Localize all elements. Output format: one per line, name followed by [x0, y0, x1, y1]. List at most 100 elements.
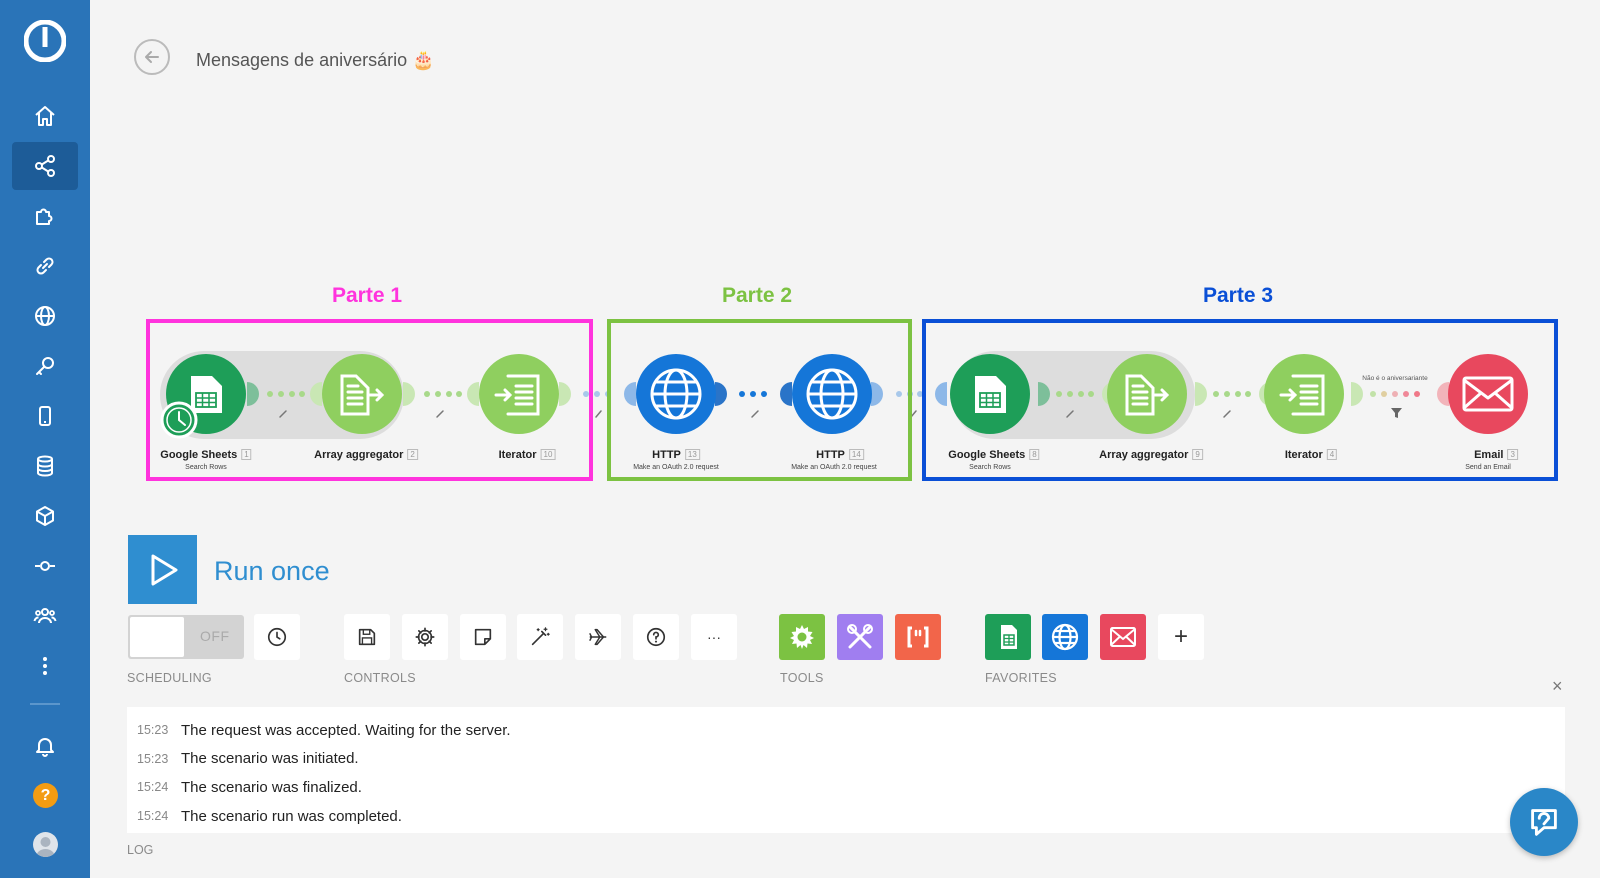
run-once-button[interactable]	[128, 535, 197, 604]
log-entry: 15:23 The scenario was initiated.	[127, 745, 1565, 774]
note-icon	[474, 628, 492, 646]
back-button[interactable]	[134, 39, 170, 75]
array-aggregator-icon	[1125, 374, 1170, 416]
google-sheets-icon	[1001, 625, 1017, 649]
run-once-label[interactable]: Run once	[214, 556, 330, 586]
log-entry: 15:24 The scenario run was completed.	[127, 802, 1565, 831]
schedule-settings-button[interactable]	[254, 614, 300, 660]
sidebar: ?	[0, 0, 90, 878]
favorite-google-sheets-button[interactable]	[985, 614, 1031, 660]
sidebar-item-webhooks[interactable]	[12, 292, 78, 340]
log-time: 15:23	[137, 751, 169, 766]
help-button[interactable]: ?	[33, 783, 58, 808]
link-icon	[36, 257, 54, 275]
log-label: LOG	[127, 843, 154, 857]
home-icon	[35, 106, 55, 126]
log-panel: 15:23 The request was accepted. Waiting …	[127, 707, 1565, 833]
text-parser-icon	[907, 626, 929, 648]
database-icon	[37, 455, 53, 477]
part-1-frame	[146, 319, 593, 481]
save-icon	[358, 628, 376, 646]
favorites-label: FAVORITES	[985, 671, 1057, 685]
gear-icon	[790, 625, 814, 649]
team-icon	[33, 608, 57, 624]
notes-button[interactable]	[460, 614, 506, 660]
save-button[interactable]	[344, 614, 390, 660]
clock-icon	[166, 407, 192, 433]
gear-icon	[415, 627, 435, 647]
tools-flow-control-button[interactable]	[779, 614, 825, 660]
help-button-toolbar[interactable]	[633, 614, 679, 660]
add-favorite-button[interactable]: +	[1158, 614, 1204, 660]
globe-icon	[650, 368, 702, 420]
tools-label: TOOLS	[780, 671, 824, 685]
module-sublabel: Make an OAuth 2.0 request	[633, 464, 719, 471]
tools-text-parser-button[interactable]	[895, 614, 941, 660]
sidebar-item-home[interactable]	[12, 92, 78, 140]
log-entry: 15:24 The scenario was finalized.	[127, 773, 1565, 802]
sidebar-item-connections[interactable]	[12, 242, 78, 290]
scenario-settings-button[interactable]	[402, 614, 448, 660]
envelope-icon	[1110, 627, 1136, 647]
tools-tools-button[interactable]	[837, 614, 883, 660]
avatar[interactable]	[33, 832, 58, 857]
make-logo-icon[interactable]	[23, 19, 67, 63]
filter-label[interactable]: Não é o aniversariante	[1362, 375, 1428, 382]
module-sublabel: Search Rows	[969, 464, 1011, 471]
globe-icon	[35, 306, 55, 326]
favorite-http-button[interactable]	[1042, 614, 1088, 660]
play-icon	[151, 554, 177, 585]
part-3-frame	[922, 319, 1558, 481]
part-2-frame	[607, 319, 912, 481]
globe-icon	[806, 368, 858, 420]
module-email	[1448, 354, 1528, 434]
log-message: The scenario was initiated.	[181, 750, 359, 768]
more-button[interactable]: ···	[691, 614, 737, 660]
bell-icon	[36, 738, 54, 757]
auto-align-button[interactable]	[517, 614, 563, 660]
module-iterator-1	[479, 354, 559, 434]
support-chat-button[interactable]	[1510, 788, 1578, 856]
google-sheets-icon	[975, 376, 1006, 413]
sidebar-item-datastores[interactable]	[12, 442, 78, 490]
favorite-email-button[interactable]	[1100, 614, 1146, 660]
log-close-button[interactable]: ×	[1552, 676, 1563, 696]
sidebar-item-flow-control[interactable]	[12, 542, 78, 590]
explain-flow-button[interactable]	[575, 614, 621, 660]
module-array-aggregator-2	[1107, 354, 1187, 434]
module-google-sheets-2	[950, 354, 1030, 434]
sidebar-item-scenarios[interactable]	[12, 142, 78, 190]
module-google-sheets-1	[160, 354, 246, 439]
log-time: 15:23	[137, 723, 169, 738]
toggle-knob	[130, 617, 184, 657]
log-message: The request was accepted. Waiting for th…	[181, 721, 511, 739]
question-icon	[646, 627, 666, 647]
sidebar-item-team[interactable]	[12, 592, 78, 640]
google-sheets-icon	[191, 376, 222, 413]
iterator-icon	[494, 374, 540, 416]
part-3-label: Parte 3	[1203, 284, 1274, 307]
scenario-title[interactable]: Mensagens de aniversário 🎂	[196, 50, 435, 70]
module-sublabel: Send an Email	[1465, 464, 1511, 471]
module-http-1	[636, 354, 716, 434]
more-icon	[43, 657, 47, 675]
sidebar-item-keys[interactable]	[12, 342, 78, 390]
sidebar-item-more[interactable]	[12, 642, 78, 690]
chat-icon	[1531, 809, 1557, 836]
magic-wand-icon	[531, 627, 550, 646]
sidebar-item-devices[interactable]	[12, 392, 78, 440]
module-http-2	[792, 354, 872, 434]
cube-icon	[36, 506, 54, 526]
sidebar-item-templates[interactable]	[12, 192, 78, 240]
part-2-label: Parte 2	[722, 284, 793, 307]
sidebar-item-datastructures[interactable]	[12, 492, 78, 540]
key-icon	[36, 357, 54, 375]
array-aggregator-icon	[340, 374, 385, 416]
module-sublabel: Search Rows	[185, 464, 227, 471]
scheduling-toggle[interactable]: OFF	[128, 615, 244, 659]
sidebar-item-notifications[interactable]	[12, 722, 78, 770]
